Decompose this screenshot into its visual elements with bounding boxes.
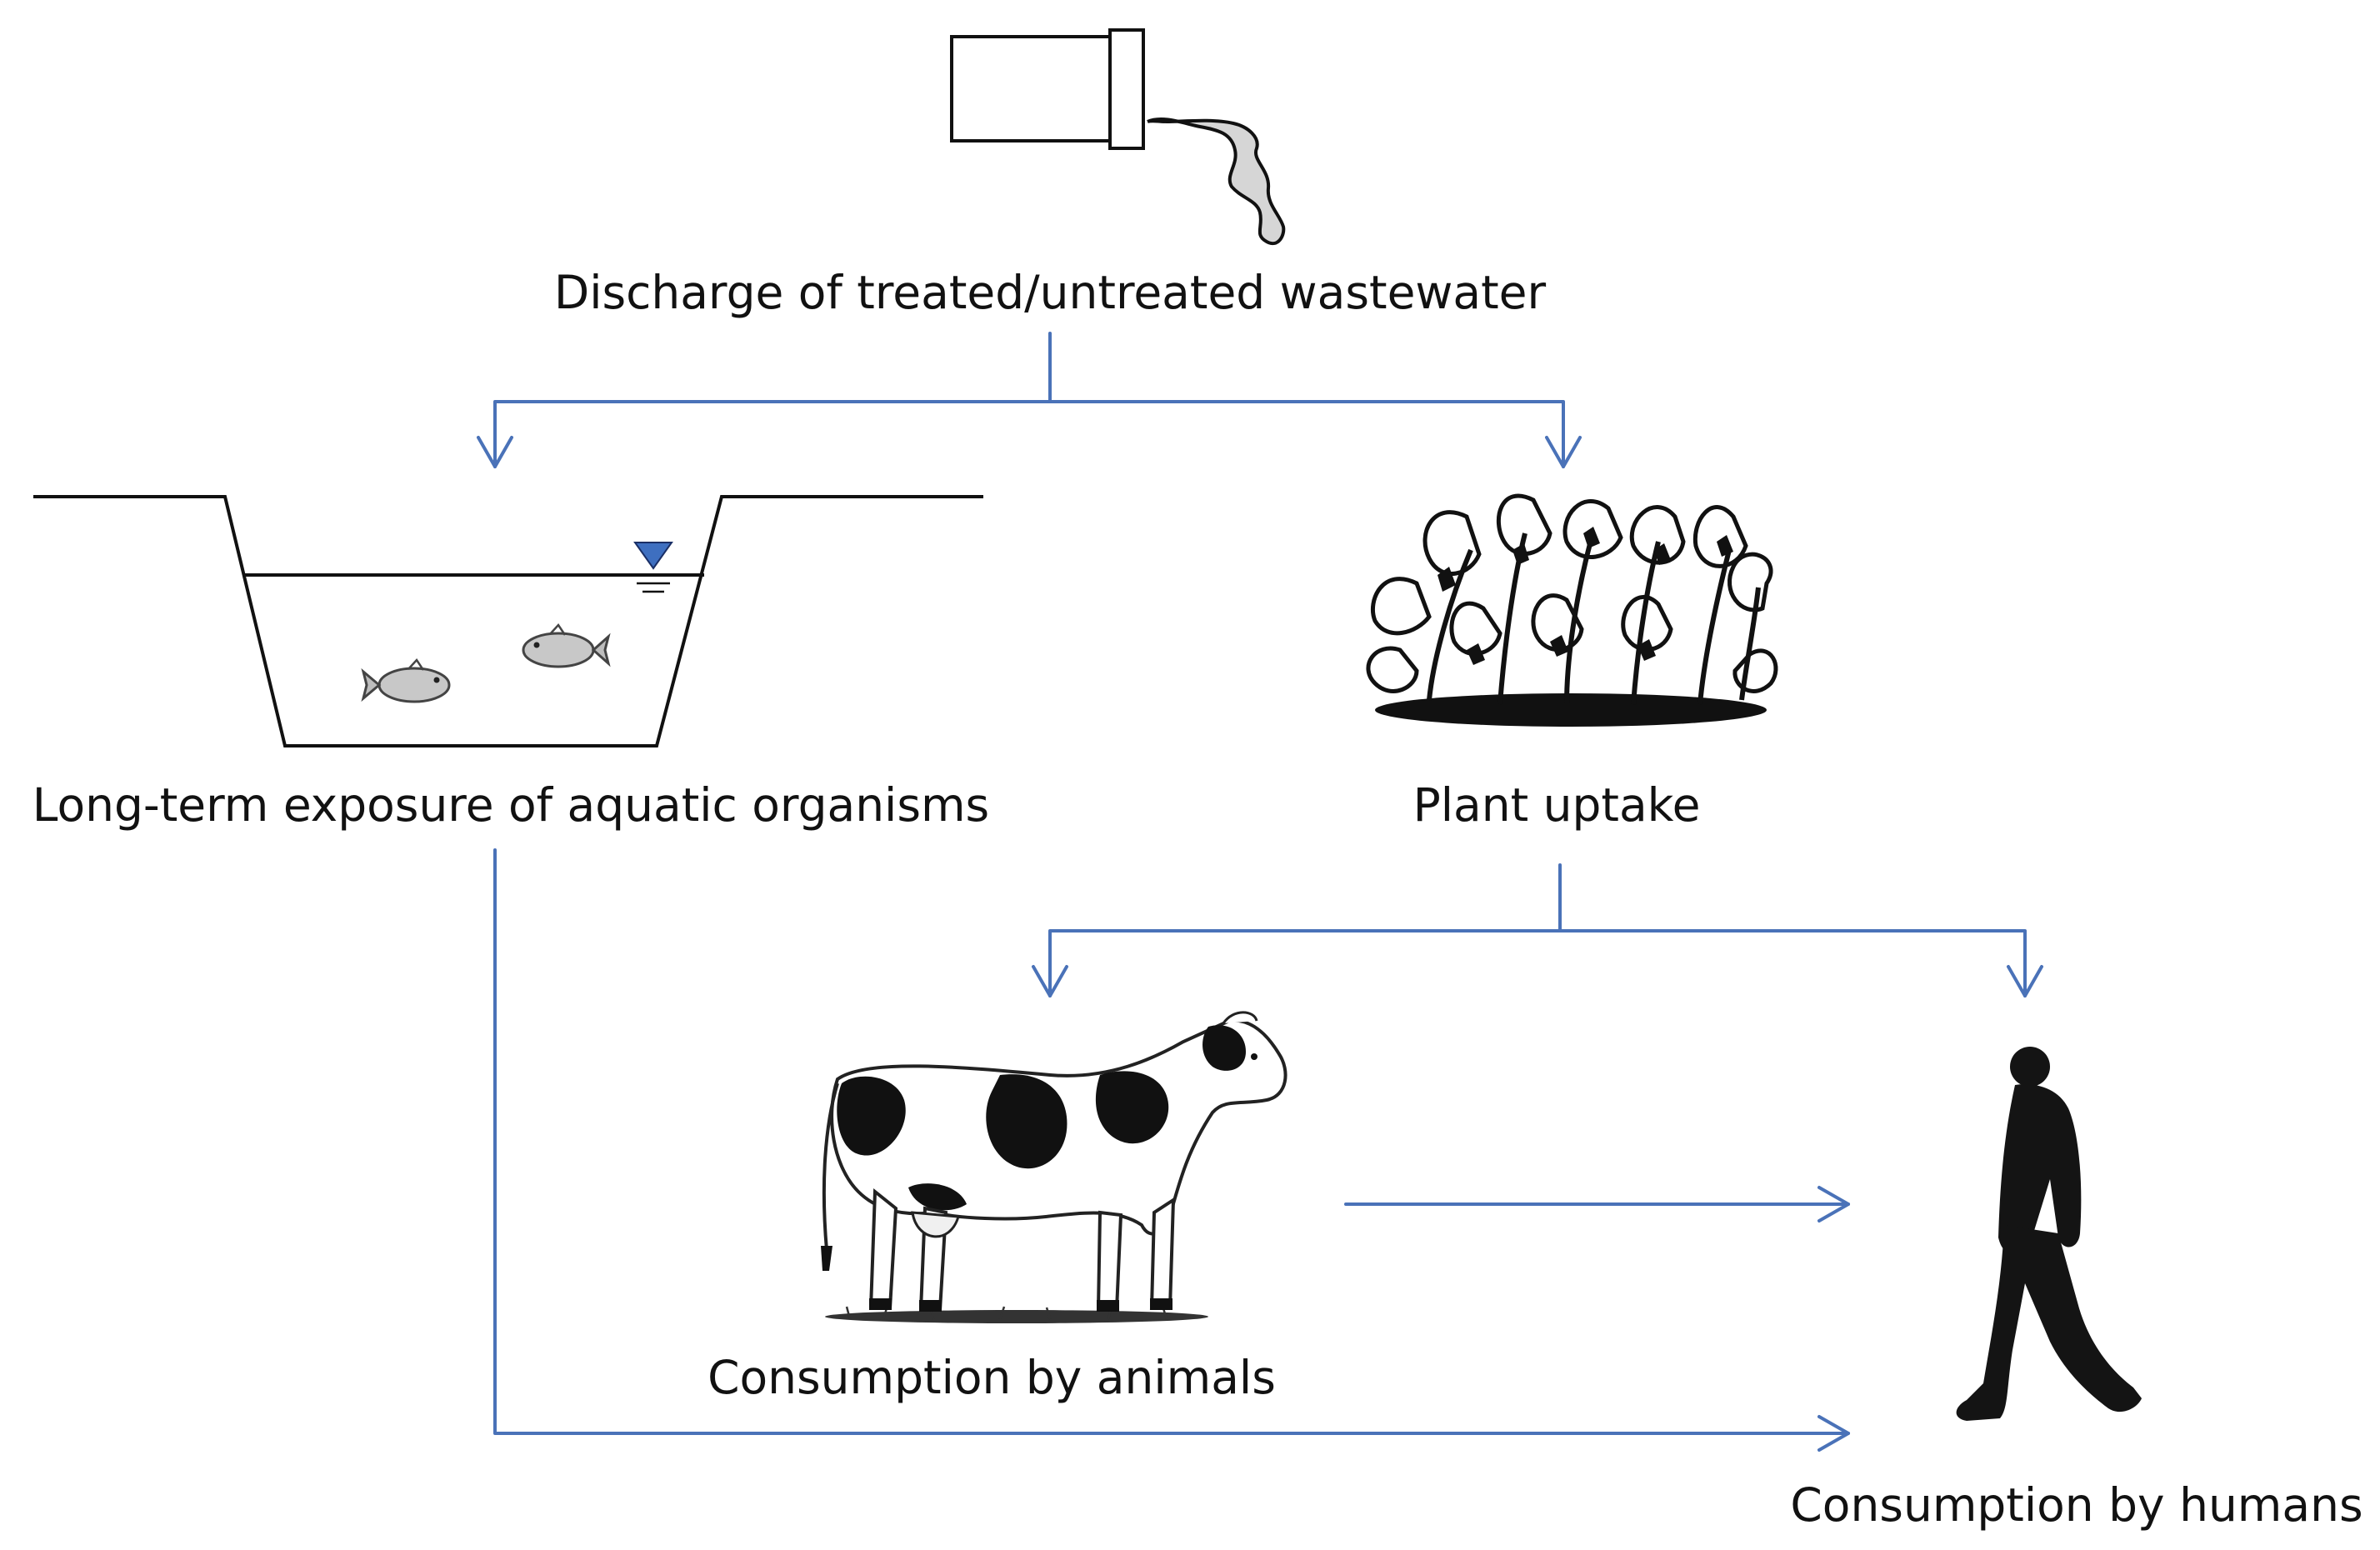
arrow-discharge-to-aquatic xyxy=(477,332,1052,468)
humans-label: Consumption by humans xyxy=(1790,1478,2362,1532)
walking-person-icon xyxy=(1956,1047,2142,1421)
discharge-pipe-icon xyxy=(950,28,1286,245)
aquatic-label: Long-term exposure of aquatic organisms xyxy=(32,778,989,832)
arrow-plant-to-animals xyxy=(1032,863,1562,998)
plant-label: Plant uptake xyxy=(1413,778,1701,832)
cow-icon xyxy=(821,1011,1288,1323)
animals-label: Consumption by animals xyxy=(708,1351,1276,1404)
fish-icon xyxy=(522,622,611,668)
discharge-label: Discharge of treated/untreated wastewate… xyxy=(554,266,1547,319)
arrow-animals-to-humans xyxy=(1344,1186,1850,1222)
fish-icon xyxy=(361,658,451,703)
plant-icon xyxy=(1366,493,1778,727)
arrow-discharge-to-plant xyxy=(1048,400,1582,468)
flow-arrows xyxy=(477,332,2043,1452)
arrow-plant-to-humans xyxy=(1558,929,2043,998)
arrow-aquatic-to-humans xyxy=(493,848,1850,1452)
pond-with-fish-icon xyxy=(33,495,983,748)
